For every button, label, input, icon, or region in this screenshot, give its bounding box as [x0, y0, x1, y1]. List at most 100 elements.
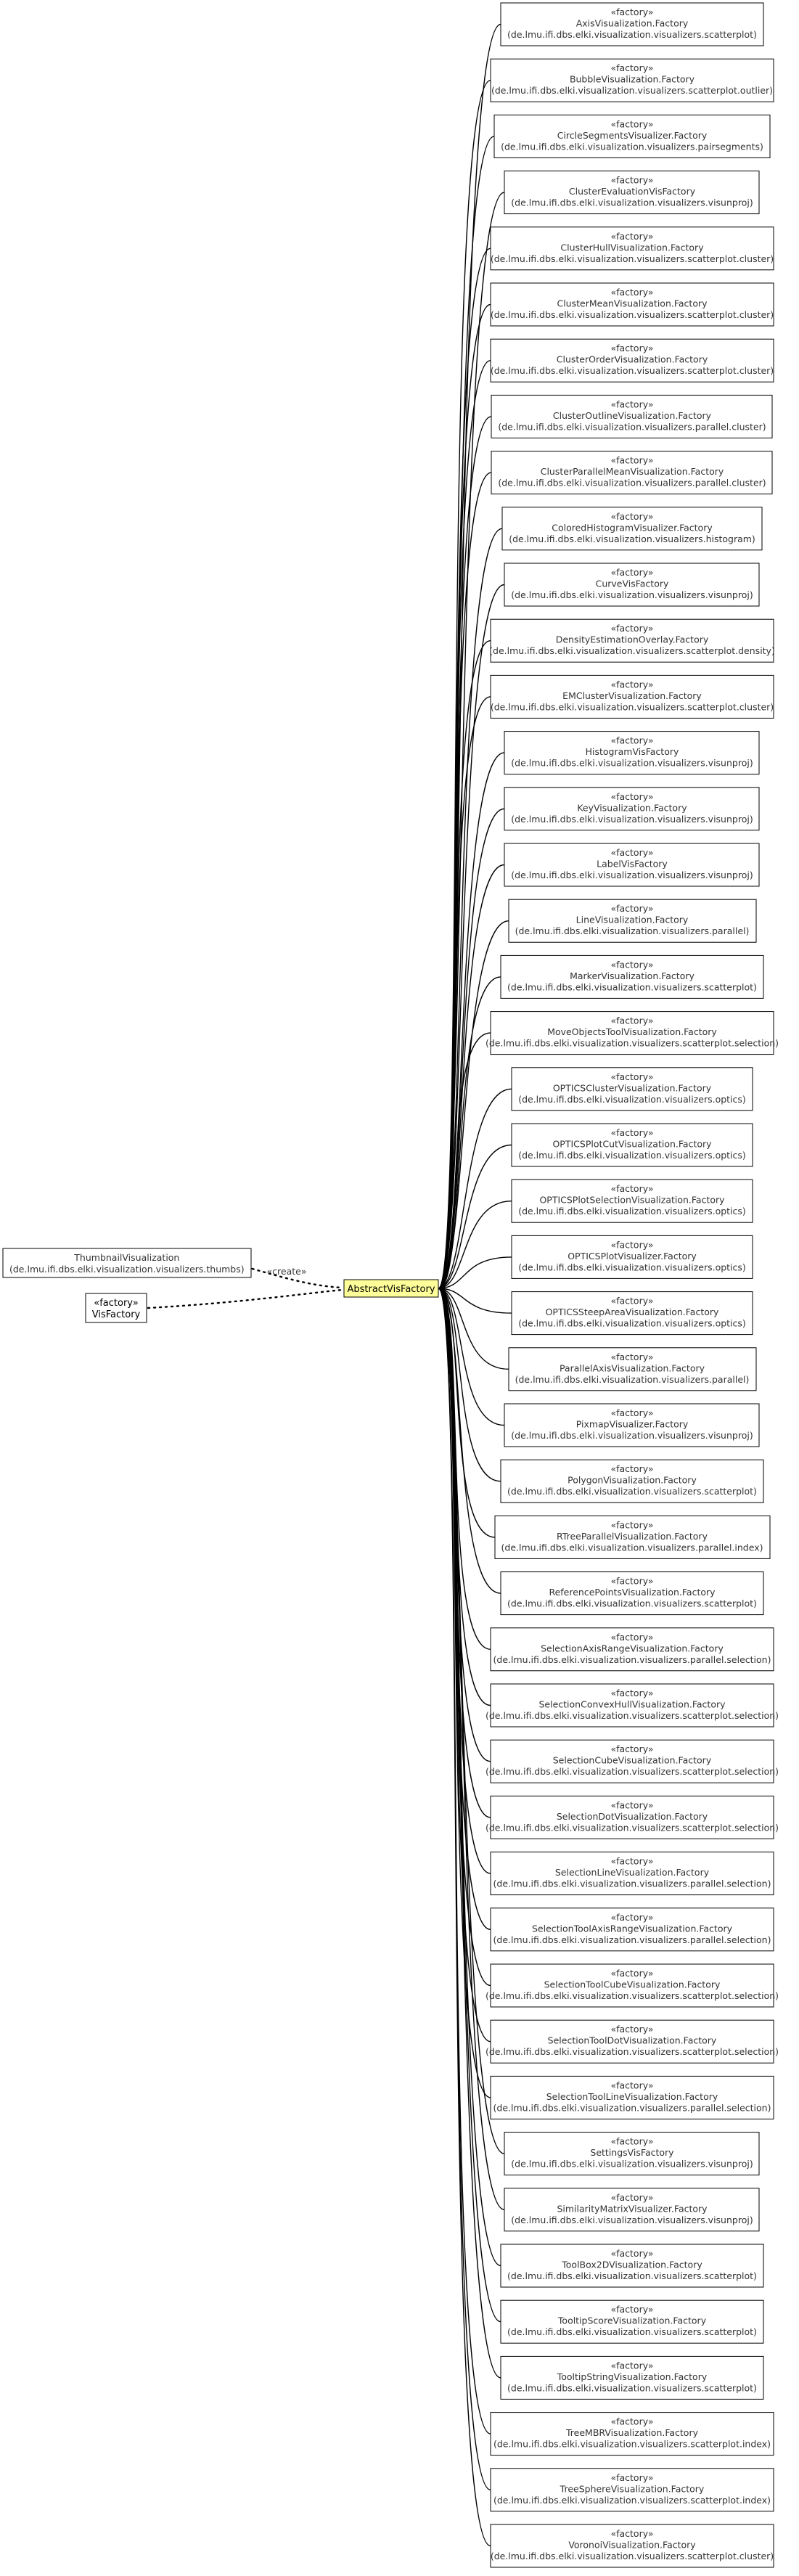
class-box[interactable] — [500, 954, 764, 999]
subclass-node[interactable]: «factory»MoveObjectsToolVisualization.Fa… — [485, 1011, 779, 1055]
class-box[interactable] — [494, 1515, 771, 1559]
subclass-node[interactable]: «factory»LabelVisFactory(de.lmu.ifi.dbs.… — [504, 843, 760, 887]
class-box[interactable] — [491, 451, 773, 495]
subclass-node[interactable]: «factory»ClusterOrderVisualization.Facto… — [490, 338, 774, 383]
subclass-node[interactable]: «factory»ClusterHullVisualization.Factor… — [490, 226, 774, 271]
subclass-node[interactable]: «factory»OPTICSPlotCutVisualization.Fact… — [511, 1123, 753, 1167]
class-box[interactable] — [490, 1011, 774, 1055]
subclass-node[interactable]: «factory»OPTICSSteepAreaVisualization.Fa… — [511, 1291, 753, 1336]
subclass-node[interactable]: «factory»DensityEstimationOverlay.Factor… — [489, 618, 775, 663]
subclass-node[interactable]: «factory»SelectionToolCubeVisualization.… — [485, 1963, 779, 2008]
class-box[interactable] — [504, 2132, 760, 2176]
subclass-node[interactable]: «factory»HistogramVisFactory(de.lmu.ifi.… — [504, 731, 760, 775]
subclass-node[interactable]: «factory»ToolBox2DVisualization.Factory(… — [500, 2244, 764, 2288]
class-box[interactable] — [490, 226, 774, 271]
subclass-node[interactable]: «factory»ClusterMeanVisualization.Factor… — [490, 282, 774, 327]
class-box[interactable] — [490, 2019, 774, 2064]
subclass-node[interactable]: «factory»SelectionAxisRangeVisualization… — [490, 1627, 774, 1672]
class-box[interactable] — [490, 1627, 774, 1672]
class-box[interactable] — [490, 1795, 774, 1839]
class-box[interactable] — [511, 1067, 753, 1111]
class-box[interactable] — [504, 171, 760, 215]
class-box[interactable] — [508, 899, 757, 943]
subclass-node[interactable]: «factory»SelectionToolDotVisualization.F… — [485, 2019, 779, 2064]
class-box[interactable] — [493, 114, 771, 158]
subclass-node[interactable]: «factory»SelectionLineVisualization.Fact… — [490, 1852, 774, 1896]
class-box[interactable] — [504, 843, 760, 887]
subclass-node[interactable]: «factory»ClusterOutlineVisualization.Fac… — [491, 394, 773, 438]
subclass-node[interactable]: «factory»ParallelAxisVisualization.Facto… — [508, 1347, 757, 1391]
subclass-node[interactable]: «factory»TreeSphereVisualization.Factory… — [490, 2468, 774, 2512]
vis-factory-node[interactable]: «factory»VisFactory — [85, 1293, 147, 1323]
class-box[interactable] — [490, 2468, 774, 2512]
class-box[interactable] — [504, 731, 760, 775]
class-box[interactable] — [490, 2075, 774, 2119]
subclass-node[interactable]: «factory»SettingsVisFactory(de.lmu.ifi.d… — [504, 2132, 760, 2176]
class-box[interactable] — [504, 1403, 760, 1447]
class-box[interactable] — [490, 2524, 774, 2568]
class-box[interactable] — [490, 674, 774, 719]
subclass-node[interactable]: «factory»ReferencePointsVisualization.Fa… — [500, 1571, 764, 1616]
class-box[interactable] — [491, 394, 773, 438]
subclass-node[interactable]: «factory»SelectionDotVisualization.Facto… — [485, 1795, 779, 1839]
subclass-node[interactable]: «factory»VoronoiVisualization.Factory(de… — [490, 2524, 774, 2568]
thumbnail-visualization-node[interactable]: ThumbnailVisualization(de.lmu.ifi.dbs.el… — [2, 1248, 252, 1278]
subclass-node[interactable]: «factory»CurveVisFactory(de.lmu.ifi.dbs.… — [504, 563, 760, 607]
class-box[interactable] — [490, 1963, 774, 2008]
subclass-node[interactable]: «factory»TreeMBRVisualization.Factory(de… — [490, 2412, 774, 2456]
class-box[interactable] — [504, 563, 760, 607]
class-box[interactable] — [2, 1248, 252, 1278]
subclass-node[interactable]: «factory»OPTICSPlotSelectionVisualizatio… — [511, 1179, 753, 1223]
subclass-node[interactable]: «factory»PixmapVisualizer.Factory(de.lmu… — [504, 1403, 760, 1447]
center-node[interactable]: AbstractVisFactory — [343, 1279, 439, 1298]
subclass-node[interactable]: «factory»BubbleVisualization.Factory(de.… — [490, 58, 774, 102]
subclass-node[interactable]: «factory»LineVisualization.Factory(de.lm… — [508, 899, 757, 943]
class-box[interactable] — [490, 618, 774, 663]
class-box[interactable] — [490, 1683, 774, 1727]
class-box[interactable] — [500, 2244, 764, 2288]
class-name: ClusterOutlineVisualization.Factory — [553, 410, 712, 421]
subclass-node[interactable]: «factory»KeyVisualization.Factory(de.lmu… — [504, 787, 760, 831]
class-box[interactable] — [511, 1123, 753, 1167]
class-box[interactable] — [500, 2299, 764, 2344]
class-box[interactable] — [500, 1459, 764, 1503]
class-box[interactable] — [511, 1291, 753, 1336]
subclass-node[interactable]: «factory»SelectionToolAxisRangeVisualiza… — [490, 1908, 774, 1952]
subclass-node[interactable]: «factory»TooltipScoreVisualization.Facto… — [500, 2299, 764, 2344]
subclass-node[interactable]: «factory»CircleSegmentsVisualizer.Factor… — [493, 114, 771, 158]
subclass-node[interactable]: «factory»SelectionToolLineVisualization.… — [490, 2075, 774, 2119]
class-box[interactable] — [511, 1179, 753, 1223]
class-box[interactable] — [504, 2188, 760, 2232]
subclass-node[interactable]: «factory»SelectionCubeVisualization.Fact… — [485, 1739, 779, 1783]
subclass-node[interactable]: «factory»OPTICSPlotVisualizer.Factory(de… — [511, 1235, 753, 1279]
class-box[interactable] — [500, 1571, 764, 1616]
subclass-node[interactable]: «factory»SimilarityMatrixVisualizer.Fact… — [504, 2188, 760, 2232]
class-box[interactable] — [508, 1347, 757, 1391]
class-box[interactable] — [490, 1739, 774, 1783]
class-box[interactable] — [490, 1908, 774, 1952]
class-box[interactable] — [511, 1235, 753, 1279]
subclass-node[interactable]: «factory»RTreeParallelVisualization.Fact… — [494, 1515, 771, 1559]
class-box[interactable] — [500, 2355, 764, 2400]
subclass-node[interactable]: «factory»ColoredHistogramVisualizer.Fact… — [501, 507, 763, 551]
class-box[interactable] — [500, 2, 764, 46]
class-box[interactable] — [504, 787, 760, 831]
class-box[interactable] — [490, 1852, 774, 1896]
class-box[interactable] — [490, 2412, 774, 2456]
subclass-node[interactable]: «factory»MarkerVisualization.Factory(de.… — [500, 954, 764, 999]
subclass-node[interactable]: «factory»EMClusterVisualization.Factory(… — [490, 674, 774, 719]
class-box[interactable] — [490, 282, 774, 327]
subclass-node[interactable]: «factory»AxisVisualization.Factory(de.lm… — [500, 2, 764, 46]
class-box[interactable] — [490, 58, 774, 102]
class-box[interactable] — [85, 1293, 147, 1323]
class-box[interactable] — [490, 338, 774, 383]
class-box[interactable] — [501, 507, 763, 551]
subclass-node[interactable]: «factory»OPTICSClusterVisualization.Fact… — [511, 1067, 753, 1111]
subclass-node[interactable]: «factory»TooltipStringVisualization.Fact… — [500, 2355, 764, 2400]
subclass-node[interactable]: «factory»ClusterParallelMeanVisualizatio… — [491, 451, 773, 495]
subclass-node[interactable]: «factory»ClusterEvaluationVisFactory(de.… — [504, 171, 760, 215]
abstract-vis-factory-box[interactable] — [343, 1279, 439, 1298]
subclass-node[interactable]: «factory»PolygonVisualization.Factory(de… — [500, 1459, 764, 1503]
package-label: (de.lmu.ifi.dbs.elki.visualization.visua… — [518, 1150, 746, 1161]
subclass-node[interactable]: «factory»SelectionConvexHullVisualizatio… — [485, 1683, 779, 1727]
